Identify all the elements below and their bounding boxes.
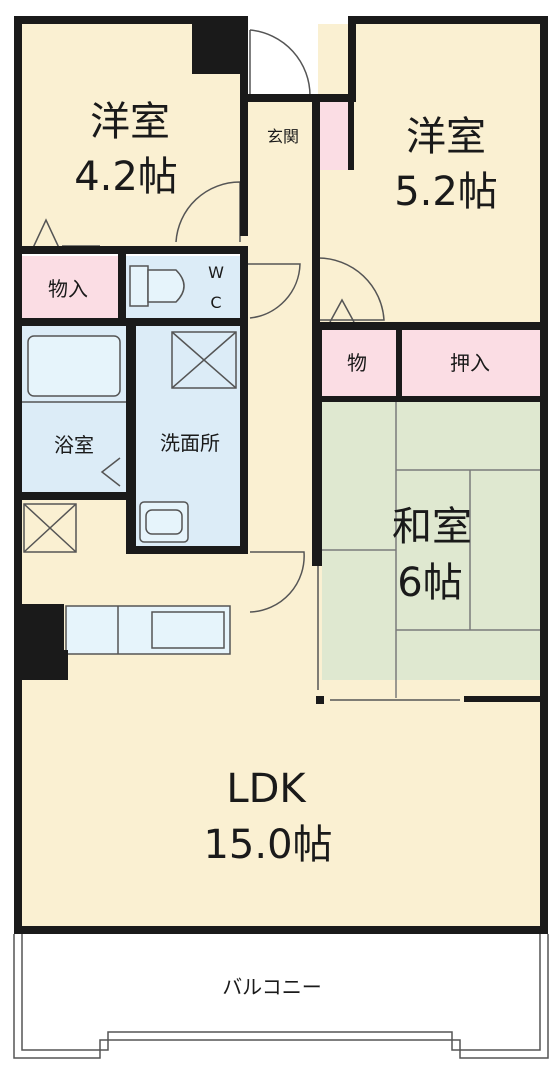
walls <box>14 16 548 934</box>
wc-label-c: C <box>210 293 221 312</box>
bath-label: 浴室 <box>54 433 94 457</box>
balcony-label: バルコニー <box>222 975 322 999</box>
room-storage-1 <box>22 256 120 318</box>
storage1-label: 物入 <box>48 277 88 301</box>
utility-area <box>22 500 128 550</box>
bathtub <box>27 335 121 397</box>
ldk-extension <box>318 550 322 700</box>
entrance-label: 玄関 <box>267 127 299 146</box>
room-closet <box>400 330 540 396</box>
storage2-label: 物 <box>347 351 367 375</box>
ldk-size: 15.0帖 <box>203 822 332 868</box>
washer-space <box>171 331 237 389</box>
corridor <box>248 170 318 550</box>
ldk-name: LDK <box>226 766 307 812</box>
utility-box <box>23 503 77 553</box>
western2-size: 5.2帖 <box>394 169 498 215</box>
japanese-name: 和室 <box>392 504 472 550</box>
entrance-step <box>318 100 348 170</box>
balcony-inner <box>21 934 541 1051</box>
room-entrance <box>248 100 318 170</box>
western2-name: 洋室 <box>406 114 486 160</box>
bath-door-mark <box>100 457 121 487</box>
wc-label-w: W <box>208 263 224 282</box>
tatami-lines <box>322 402 540 698</box>
washbasin <box>139 501 189 543</box>
closet-label: 押入 <box>450 351 490 375</box>
door-arcs <box>175 29 385 613</box>
storage-door-mark-1 <box>31 218 61 251</box>
room-ldk <box>22 680 540 928</box>
kitchen-counter <box>65 605 231 655</box>
storage-door-mark-2 <box>329 298 355 323</box>
japanese-size: 6帖 <box>397 560 462 606</box>
western1-name: 洋室 <box>90 99 170 145</box>
western1-size: 4.2帖 <box>74 154 178 200</box>
room-storage-2 <box>322 330 396 396</box>
toilet-fixture <box>129 265 185 307</box>
washroom-label: 洗面所 <box>160 431 220 455</box>
balcony-outline <box>13 934 549 1059</box>
